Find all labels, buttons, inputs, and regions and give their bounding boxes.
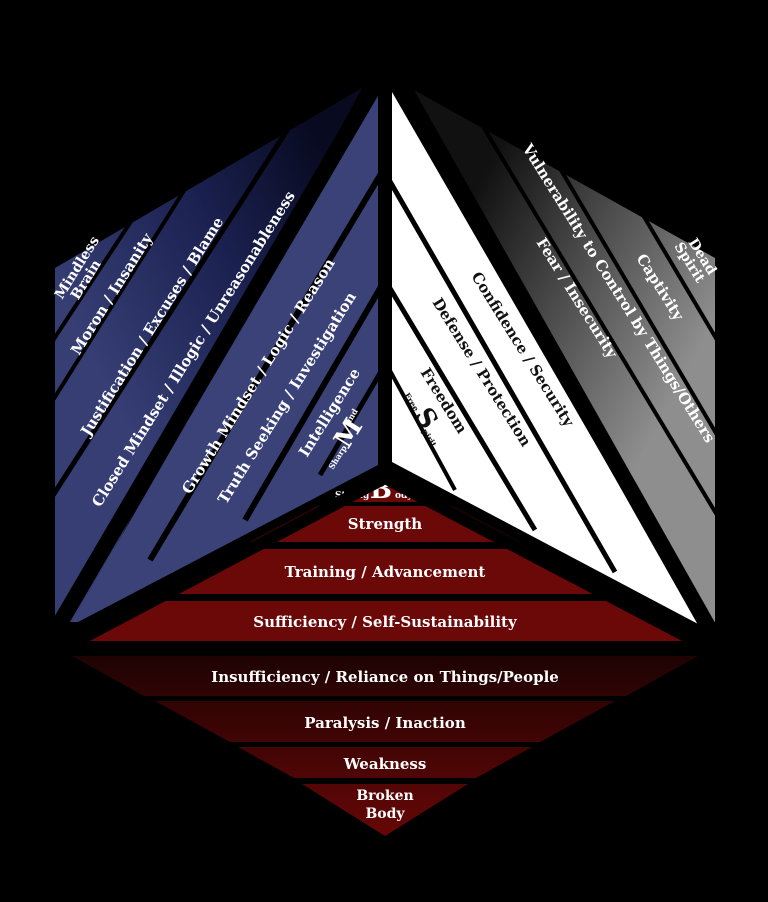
body-tier-broken [302,784,468,836]
body-label-training: Training / Advancement [285,563,486,581]
body-label-paralysis: Paralysis / Inaction [304,714,466,732]
mind-section: Growth Mindset / Logic / Reason Truth Se… [43,75,385,645]
strong-body-rest: ody [395,491,413,501]
body-label-sufficiency: Sufficiency / Self-Sustainability [253,613,518,631]
body-tier-weakness [238,747,532,778]
body-tier-training [160,549,608,594]
body-tier-sufficiency [72,601,698,641]
section-dividers [57,70,715,656]
broken-body-line1: Broken [356,788,413,804]
body-tier-insufficiency [72,656,698,696]
spirit-separators [385,74,722,634]
mind-separators [43,75,385,645]
body-label-insufficiency: Insufficiency / Reliance on Things/Peopl… [211,668,559,686]
body-label-weakness: Weakness [343,755,427,773]
broken-body-line2: Body [365,806,405,822]
body-section: Strong B ody Strength Training / Advance… [72,475,698,836]
body-label-strength: Strength [348,515,423,533]
body-tier-paralysis [155,701,615,742]
spirit-section: Confidence / Security Defense / Protecti… [385,74,722,634]
